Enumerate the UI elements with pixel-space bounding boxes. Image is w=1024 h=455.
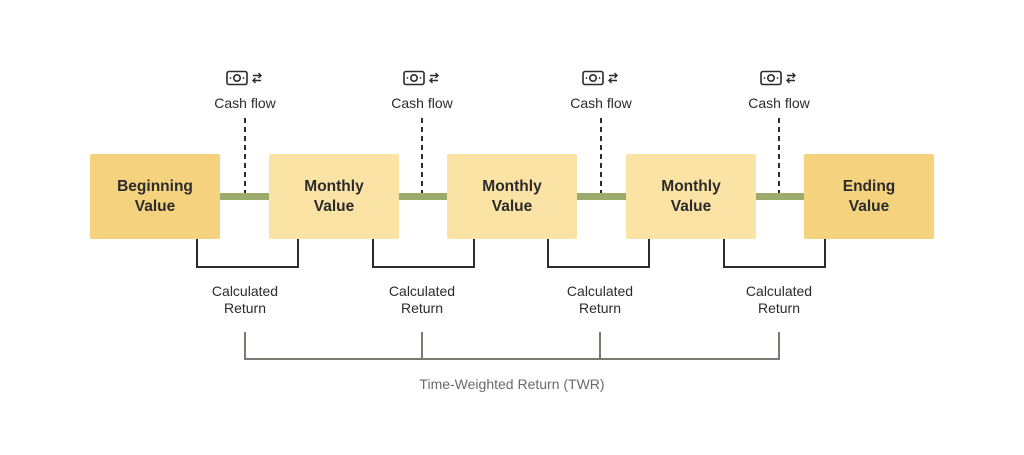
cash-flow-marker: Cash flow — [190, 70, 300, 111]
calculated-return-label: Calculated Return — [566, 283, 634, 316]
return-bracket — [547, 239, 650, 268]
box-label: Monthly Value — [482, 177, 542, 215]
cash-flow-label: Cash flow — [391, 95, 453, 111]
connector — [398, 193, 447, 200]
monthly-value-box: Monthly Value — [269, 154, 399, 239]
money-transfer-icon — [760, 70, 796, 86]
cash-flow-label: Cash flow — [570, 95, 632, 111]
monthly-value-box: Monthly Value — [447, 154, 577, 239]
return-bracket — [723, 239, 826, 268]
box-label: Beginning Value — [117, 177, 193, 215]
calculated-return-label: Calculated Return — [745, 283, 813, 316]
cash-flow-marker: Cash flow — [546, 70, 656, 111]
twr-label: Time-Weighted Return (TWR) — [419, 376, 605, 392]
cash-flow-label: Cash flow — [214, 95, 276, 111]
box-label: Monthly Value — [304, 177, 364, 215]
money-transfer-icon — [226, 70, 262, 86]
return-bracket — [196, 239, 299, 268]
return-bracket — [372, 239, 475, 268]
cash-flow-marker: Cash flow — [367, 70, 477, 111]
calculated-return-label: Calculated Return — [211, 283, 279, 316]
cash-flow-label: Cash flow — [748, 95, 810, 111]
money-transfer-icon — [582, 70, 618, 86]
box-label: Monthly Value — [661, 177, 721, 215]
beginning-value-box: Beginning Value — [90, 154, 220, 239]
connector — [220, 193, 269, 200]
twr-bracket — [244, 332, 780, 360]
ending-value-box: Ending Value — [804, 154, 934, 239]
cash-flow-marker: Cash flow — [724, 70, 834, 111]
box-label: Ending Value — [842, 177, 896, 215]
connector — [755, 193, 804, 200]
money-transfer-icon — [403, 70, 439, 86]
connector — [577, 193, 626, 200]
monthly-value-box: Monthly Value — [626, 154, 756, 239]
calculated-return-label: Calculated Return — [388, 283, 456, 316]
